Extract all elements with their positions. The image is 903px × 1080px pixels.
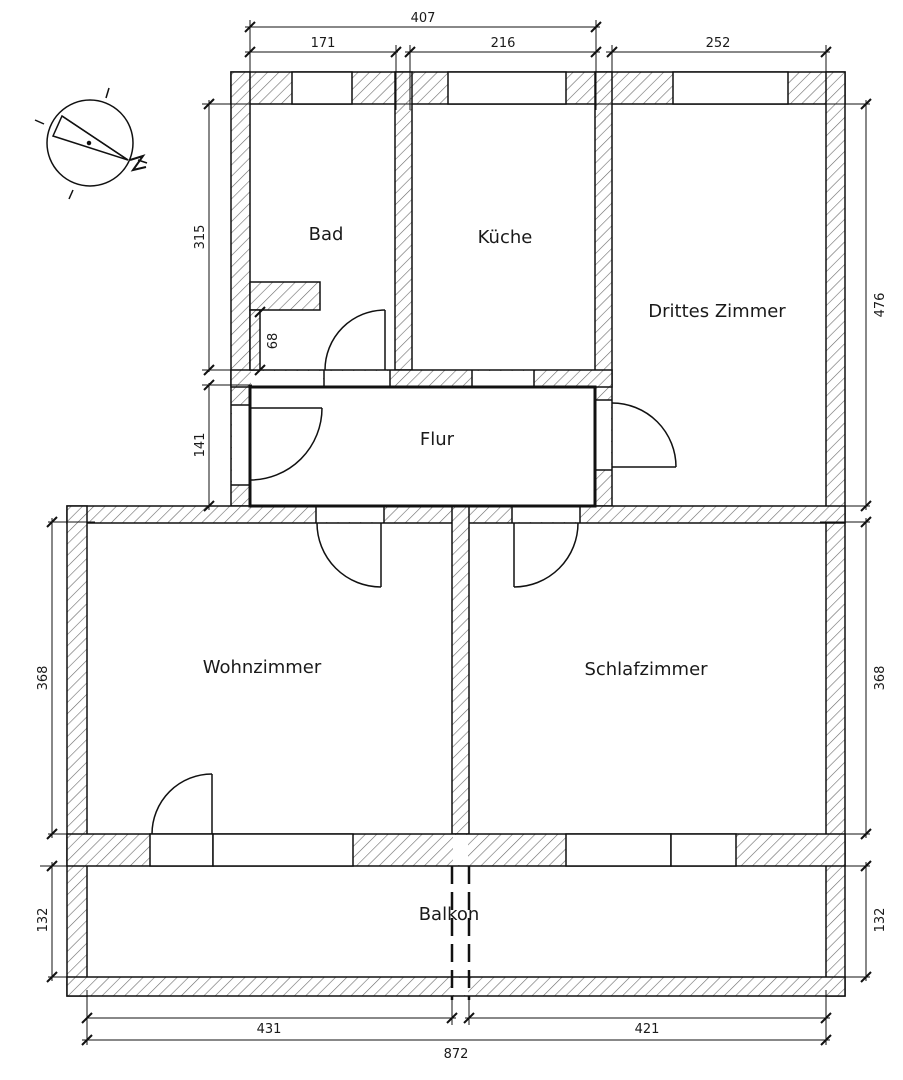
flur-outline <box>248 385 597 508</box>
dim-right-balkon: 132 <box>873 908 888 933</box>
dim-bad-niche: 68 <box>266 333 281 350</box>
window-wohn <box>212 833 354 867</box>
room-label-drittes-zimmer: Drittes Zimmer <box>648 301 786 322</box>
dimension-labels: 407 171 216 252 315 68 141 476 368 368 1… <box>36 11 888 1062</box>
room-label-balkon: Balkon <box>419 904 480 925</box>
window-schlaf-1 <box>565 833 672 867</box>
dim-right-schlaf: 368 <box>873 666 888 691</box>
room-label-flur: Flur <box>420 429 455 450</box>
wall-bad-niche <box>249 309 261 371</box>
window-kueche <box>447 71 567 105</box>
room-labels: Bad Küche Drittes Zimmer Flur Wohnzimmer… <box>203 224 787 925</box>
wall-bad-kueche <box>394 71 413 371</box>
dimension-ticks <box>46 21 872 1046</box>
wall-left-lower <box>66 505 88 997</box>
room-label-schlafzimmer: Schlafzimmer <box>584 659 708 680</box>
window-drittes <box>672 71 789 105</box>
dim-left-flur: 141 <box>193 433 208 458</box>
dim-top-kueche: 216 <box>491 36 516 51</box>
dim-left-wohn: 368 <box>36 666 51 691</box>
wall-bad-partition <box>249 281 321 311</box>
dim-top-total: 407 <box>411 11 436 26</box>
dim-left-balkon: 132 <box>36 908 51 933</box>
room-label-wohnzimmer: Wohnzimmer <box>203 657 322 678</box>
wall-wohn-schlaf <box>451 505 470 835</box>
dim-top-drittes: 252 <box>706 36 731 51</box>
north-arrow-icon <box>34 87 148 200</box>
dim-bottom-schlaf: 421 <box>635 1022 660 1037</box>
dim-right-drittes: 476 <box>873 293 888 318</box>
dim-left-bad: 315 <box>193 225 208 250</box>
dim-top-bad: 171 <box>311 36 336 51</box>
door-jambs <box>231 370 612 523</box>
room-label-kueche: Küche <box>478 227 533 248</box>
dimension-lines <box>40 20 870 1045</box>
window-wohn-door <box>149 833 214 867</box>
window-schlaf-2 <box>670 833 737 867</box>
door-openings <box>232 371 611 995</box>
dim-bottom-wohn: 431 <box>257 1022 282 1037</box>
balkon-divider <box>450 866 471 1000</box>
windows <box>149 71 789 867</box>
window-bad <box>291 71 353 105</box>
room-label-bad: Bad <box>309 224 344 245</box>
door-swings <box>151 309 677 835</box>
dim-bottom-total: 872 <box>444 1047 469 1062</box>
